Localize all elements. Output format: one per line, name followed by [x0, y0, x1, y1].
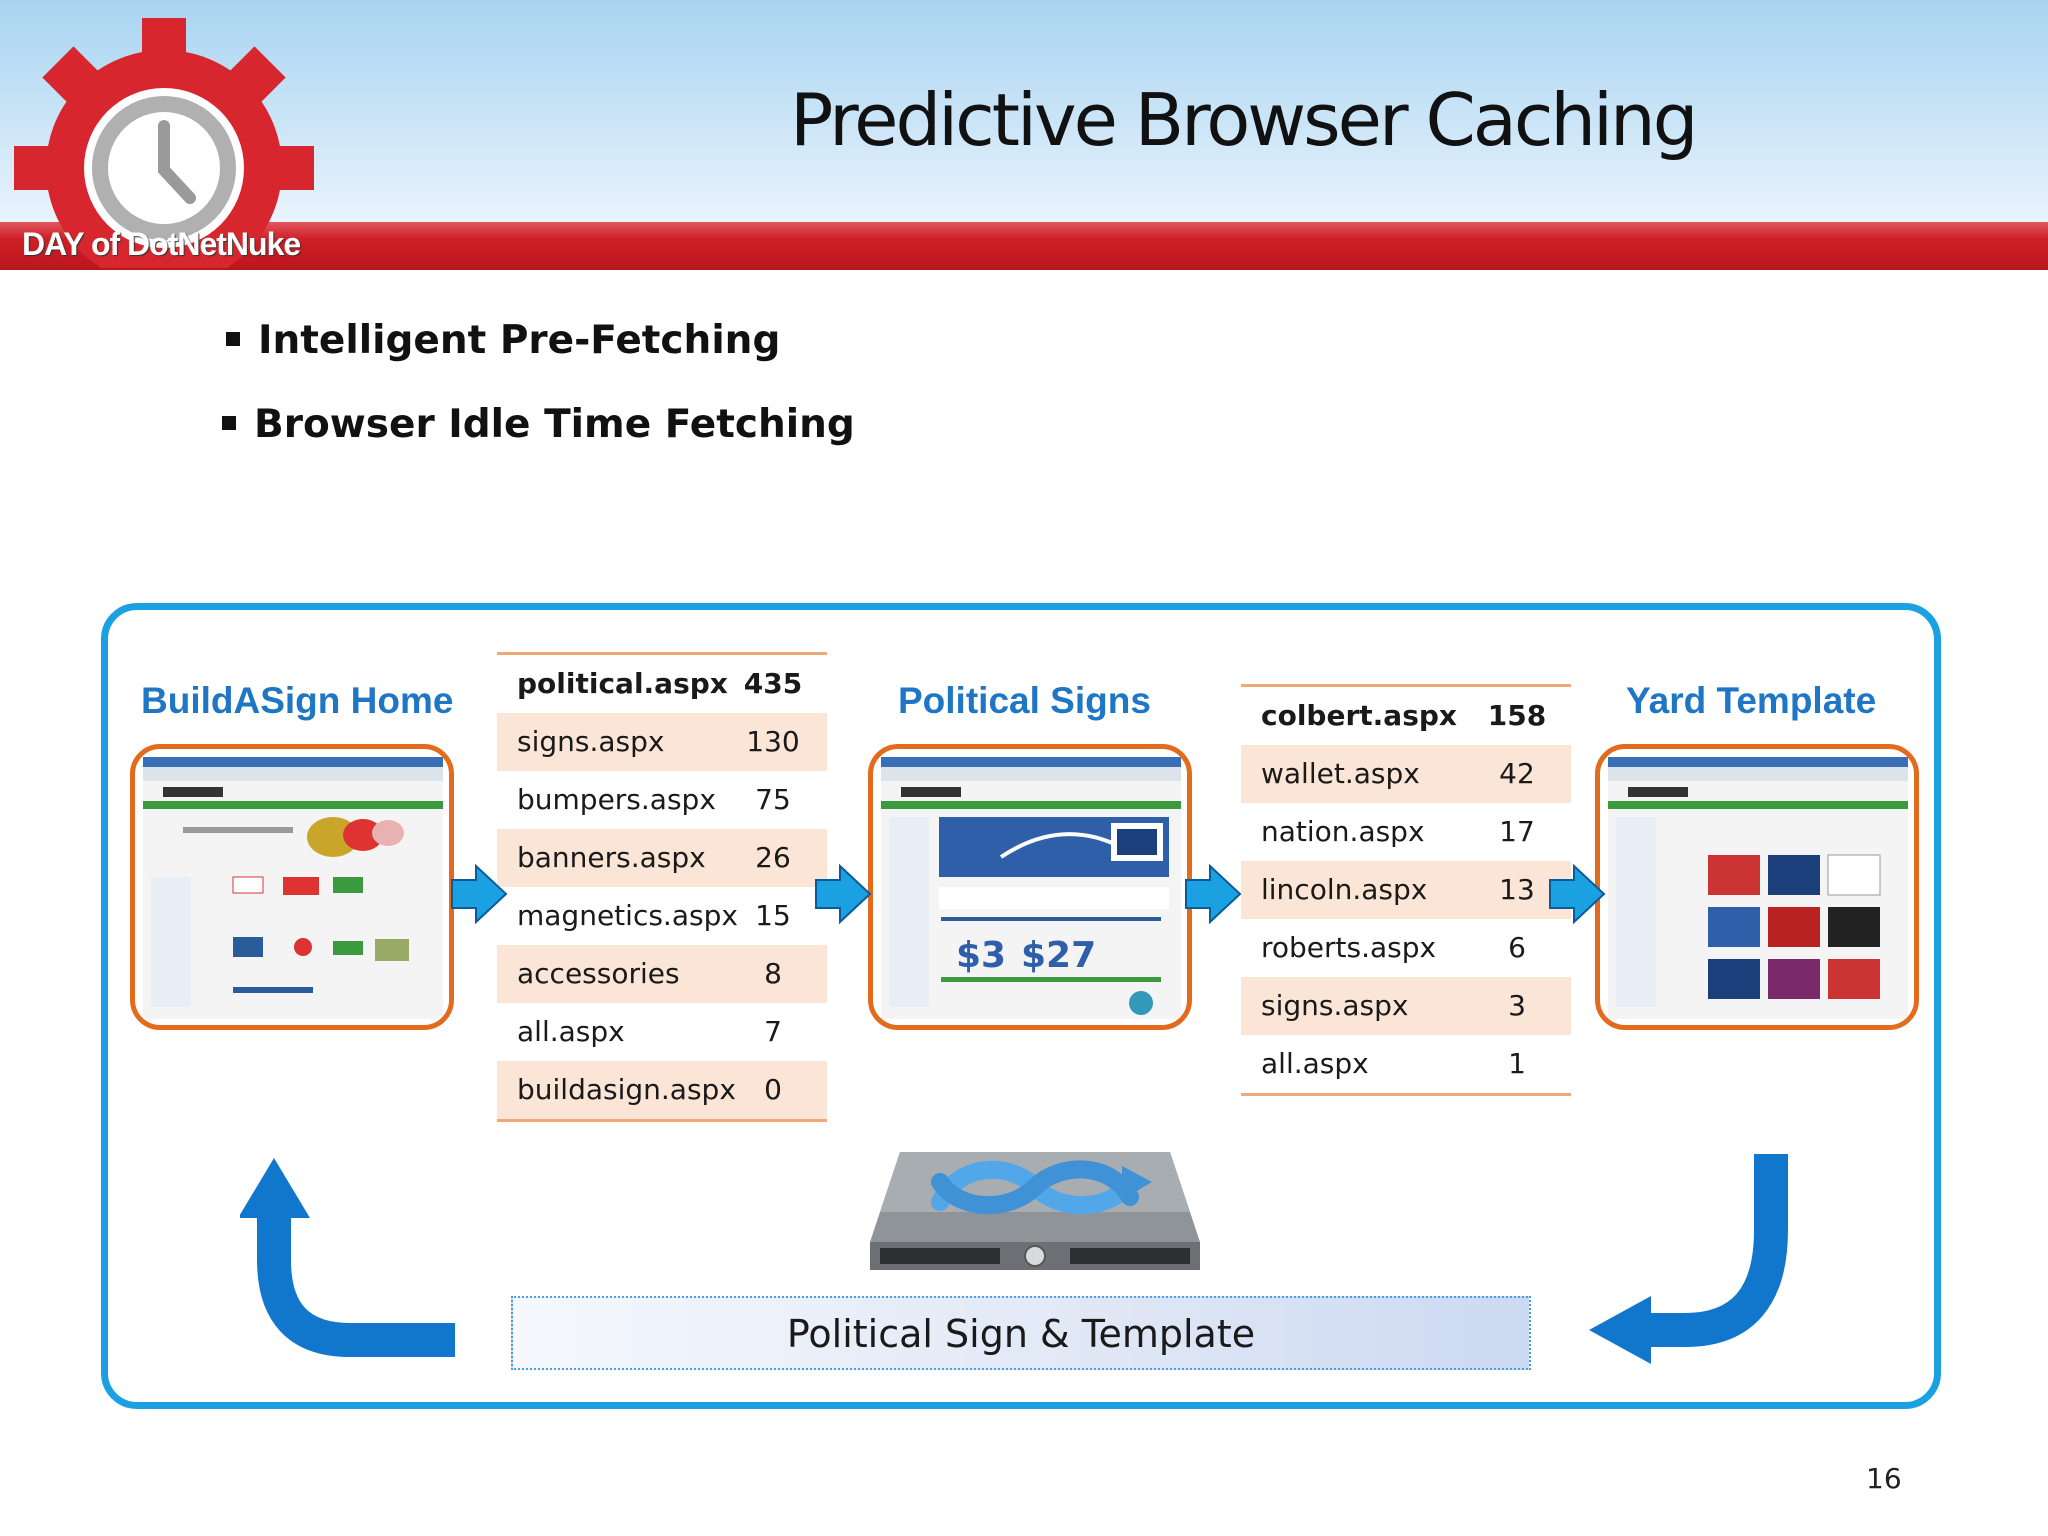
gear-clock-logo-icon [14, 18, 314, 268]
yard-template-thumbnail [1595, 744, 1919, 1030]
table-row: buildasign.aspx 0 [497, 1061, 827, 1119]
page-name-cell: accessories [517, 957, 680, 990]
page-name-cell: banners.aspx [517, 841, 706, 874]
flow-arrow-right-icon [1549, 864, 1606, 924]
slide-title: Predictive Browser Caching [790, 78, 1698, 162]
hit-count-cell: 158 [1487, 699, 1547, 732]
hit-count-cell: 435 [743, 667, 803, 700]
hit-count-cell: 75 [755, 783, 791, 816]
page-name-cell: political.aspx [517, 667, 728, 700]
flow-arrow-right-icon [815, 864, 872, 924]
page-name-cell: bumpers.aspx [517, 783, 716, 816]
bullet-text: Intelligent Pre-Fetching [258, 318, 781, 363]
page-name-cell: all.aspx [517, 1015, 625, 1048]
header-red-band [0, 222, 2048, 270]
hit-count-cell: 42 [1499, 757, 1535, 790]
header-background [0, 0, 2048, 223]
prefetch-table-home: political.aspx 435 signs.aspx 130 bumpers.as… [497, 652, 827, 1122]
bullet-text: Browser Idle Time Fetching [254, 402, 855, 447]
table-row: all.aspx 1 [1241, 1035, 1571, 1093]
hit-count-cell: 8 [764, 957, 782, 990]
table-row: colbert.aspx 158 [1241, 687, 1571, 745]
page-label-home: BuildASign Home [141, 680, 454, 721]
table-row: signs.aspx 130 [497, 713, 827, 771]
table-row: political.aspx 435 [497, 655, 827, 713]
hit-count-cell: 6 [1508, 931, 1526, 964]
hit-count-cell: 15 [755, 899, 791, 932]
hit-count-cell: 13 [1499, 873, 1535, 906]
page-name-cell: nation.aspx [1261, 815, 1425, 848]
political-signs-thumbnail: $3 $27 [868, 744, 1192, 1030]
page-label-political-signs: Political Signs [898, 680, 1151, 721]
bullet-square-icon [226, 332, 240, 346]
page-name-cell: signs.aspx [517, 725, 665, 758]
caption-box: Political Sign & Template [511, 1296, 1531, 1370]
table-row: lincoln.aspx 13 [1241, 861, 1571, 919]
hit-count-cell: 17 [1499, 815, 1535, 848]
page-name-cell: all.aspx [1261, 1047, 1369, 1080]
hit-count-cell: 26 [755, 841, 791, 874]
table-row: wallet.aspx 42 [1241, 745, 1571, 803]
slide-page-number: 16 [1866, 1462, 1902, 1495]
return-arrow-left-icon [1589, 1154, 1788, 1364]
page-label-yard-template: Yard Template [1626, 680, 1877, 721]
table-row: bumpers.aspx 75 [497, 771, 827, 829]
brand-name: DAY of DotNetNuke [22, 226, 301, 262]
table-row: signs.aspx 3 [1241, 977, 1571, 1035]
caption-text: Political Sign & Template [786, 1312, 1256, 1356]
hit-count-cell: 130 [746, 725, 800, 758]
home-page-thumbnail [130, 744, 454, 1030]
svg-text:$3: $3 [956, 935, 1006, 976]
table-top-rule [1241, 684, 1571, 687]
table-row: all.aspx 7 [497, 1003, 827, 1061]
hit-count-cell: 1 [1508, 1047, 1526, 1080]
page-name-cell: lincoln.aspx [1261, 873, 1428, 906]
table-row: banners.aspx 26 [497, 829, 827, 887]
table-row: nation.aspx 17 [1241, 803, 1571, 861]
table-row: magnetics.aspx 15 [497, 887, 827, 945]
prefetch-table-political: colbert.aspx 158 wallet.aspx 42 nation.aspx 1… [1241, 684, 1571, 1096]
table-bottom-rule [1241, 1093, 1571, 1096]
return-arrow-up-icon [240, 1158, 455, 1357]
hit-count-cell: 0 [764, 1073, 782, 1106]
hit-count-cell: 3 [1508, 989, 1526, 1022]
flow-arrow-right-icon [451, 864, 508, 924]
page-name-cell: magnetics.aspx [517, 899, 738, 932]
table-row: accessories 8 [497, 945, 827, 1003]
bullet-item: Intelligent Pre-Fetching [226, 318, 859, 402]
diagram-frame [101, 603, 1941, 1409]
page-name-cell: colbert.aspx [1261, 699, 1457, 732]
page-name-cell: wallet.aspx [1261, 757, 1420, 790]
server-icon [870, 1152, 1200, 1270]
page-name-cell: roberts.aspx [1261, 931, 1437, 964]
page-name-cell: buildasign.aspx [517, 1073, 736, 1106]
svg-text:$27: $27 [1021, 935, 1096, 976]
table-top-rule [497, 652, 827, 655]
bullet-list: Intelligent Pre-Fetching Browser Idle Ti… [222, 318, 859, 486]
bullet-item: Browser Idle Time Fetching [222, 402, 855, 486]
table-row: roberts.aspx 6 [1241, 919, 1571, 977]
table-bottom-rule [497, 1119, 827, 1122]
hit-count-cell: 7 [764, 1015, 782, 1048]
flow-arrow-right-icon [1185, 864, 1242, 924]
bullet-square-icon [222, 416, 236, 430]
page-name-cell: signs.aspx [1261, 989, 1409, 1022]
